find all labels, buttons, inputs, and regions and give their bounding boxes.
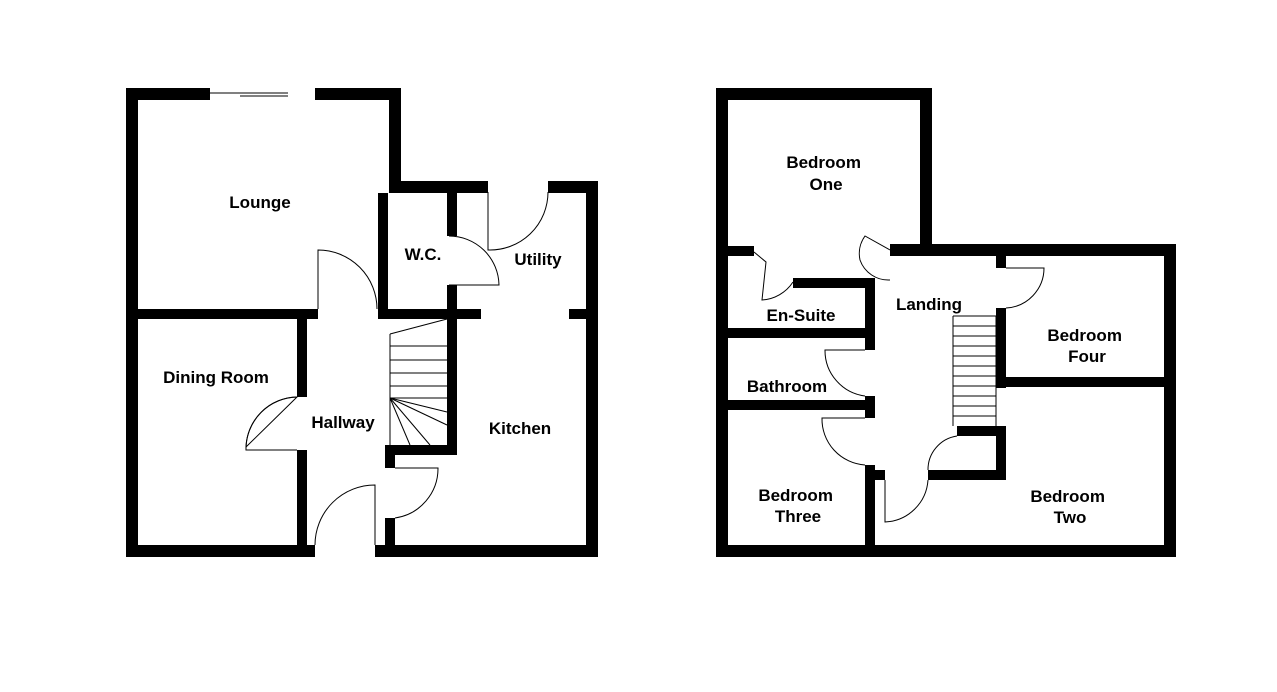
room-label-bedroom-four: Bedroom Four xyxy=(1047,326,1126,366)
door-swing xyxy=(394,467,439,519)
room-label-en-suite: En-Suite xyxy=(767,306,836,325)
wall xyxy=(447,285,457,445)
wall xyxy=(928,470,1006,480)
wall xyxy=(865,465,875,545)
room-label-line: Bedroom xyxy=(758,486,833,505)
room-label-wc: W.C. xyxy=(405,245,442,264)
wall xyxy=(875,470,885,480)
wall xyxy=(378,309,481,319)
wall xyxy=(385,518,395,545)
wall xyxy=(716,88,932,100)
door-swing xyxy=(487,191,549,251)
room-label-utility: Utility xyxy=(514,250,562,269)
room-label-bedroom-two: Bedroom Two xyxy=(1030,487,1109,527)
door-swing xyxy=(884,479,929,523)
wall xyxy=(920,88,932,256)
door-swing xyxy=(824,349,866,397)
room-label-bedroom-one: Bedroom One xyxy=(786,153,865,194)
wall xyxy=(447,193,457,236)
wall xyxy=(126,88,210,100)
wall xyxy=(385,445,457,455)
room-label-line: Bedroom xyxy=(1047,326,1122,345)
wall xyxy=(1164,244,1176,557)
room-label-line: Four xyxy=(1068,347,1106,366)
wall xyxy=(865,278,875,350)
wall xyxy=(957,426,1006,436)
wall xyxy=(389,88,401,193)
wall xyxy=(378,193,388,311)
wall xyxy=(1006,377,1164,387)
wall xyxy=(716,545,1176,557)
wall xyxy=(389,181,488,193)
wall xyxy=(996,256,1006,268)
wall xyxy=(297,309,307,397)
door-swing xyxy=(858,235,891,281)
wall xyxy=(996,308,1006,388)
door-swing xyxy=(314,484,376,546)
room-label-line: Three xyxy=(775,507,821,526)
wall xyxy=(569,309,586,319)
wall xyxy=(385,445,395,468)
wall xyxy=(548,181,598,193)
room-label-kitchen: Kitchen xyxy=(489,419,551,438)
staircase xyxy=(389,318,448,446)
door-swing xyxy=(1005,267,1045,309)
room-label-landing: Landing xyxy=(896,295,962,314)
wall xyxy=(728,400,875,410)
wall xyxy=(728,246,754,256)
wall xyxy=(793,278,875,288)
wall xyxy=(996,426,1006,480)
wall xyxy=(586,181,598,557)
wall xyxy=(375,545,598,557)
door-swing xyxy=(448,235,500,286)
wall xyxy=(297,450,307,545)
wall xyxy=(716,88,728,557)
room-label-bedroom-three: Bedroom Three xyxy=(758,486,837,526)
wall xyxy=(126,545,315,557)
room-label-line: Bedroom xyxy=(786,153,861,172)
door-swing xyxy=(753,251,794,301)
wall xyxy=(138,309,318,319)
room-label-hallway: Hallway xyxy=(311,413,375,432)
door-swing xyxy=(821,417,866,466)
wall xyxy=(728,328,875,338)
wall xyxy=(890,244,1176,256)
room-label-line: Bedroom xyxy=(1030,487,1105,506)
first-floor-plan: Bedroom One En-Suite Landing Bedroom Fou… xyxy=(716,88,1176,557)
wall xyxy=(865,396,875,418)
room-label-line: One xyxy=(809,175,842,194)
room-label-bathroom: Bathroom xyxy=(747,377,827,396)
room-label-dining-room: Dining Room xyxy=(163,368,269,387)
door-swing xyxy=(245,396,298,451)
ground-floor-plan: Lounge W.C. Utility Dining Room Hallway … xyxy=(126,88,598,557)
wall xyxy=(126,88,138,557)
room-label-lounge: Lounge xyxy=(229,193,290,212)
room-label-line: Two xyxy=(1054,508,1087,527)
wall xyxy=(315,88,401,100)
staircase xyxy=(952,315,997,426)
door-swing xyxy=(927,435,958,471)
door-swing xyxy=(317,249,378,310)
